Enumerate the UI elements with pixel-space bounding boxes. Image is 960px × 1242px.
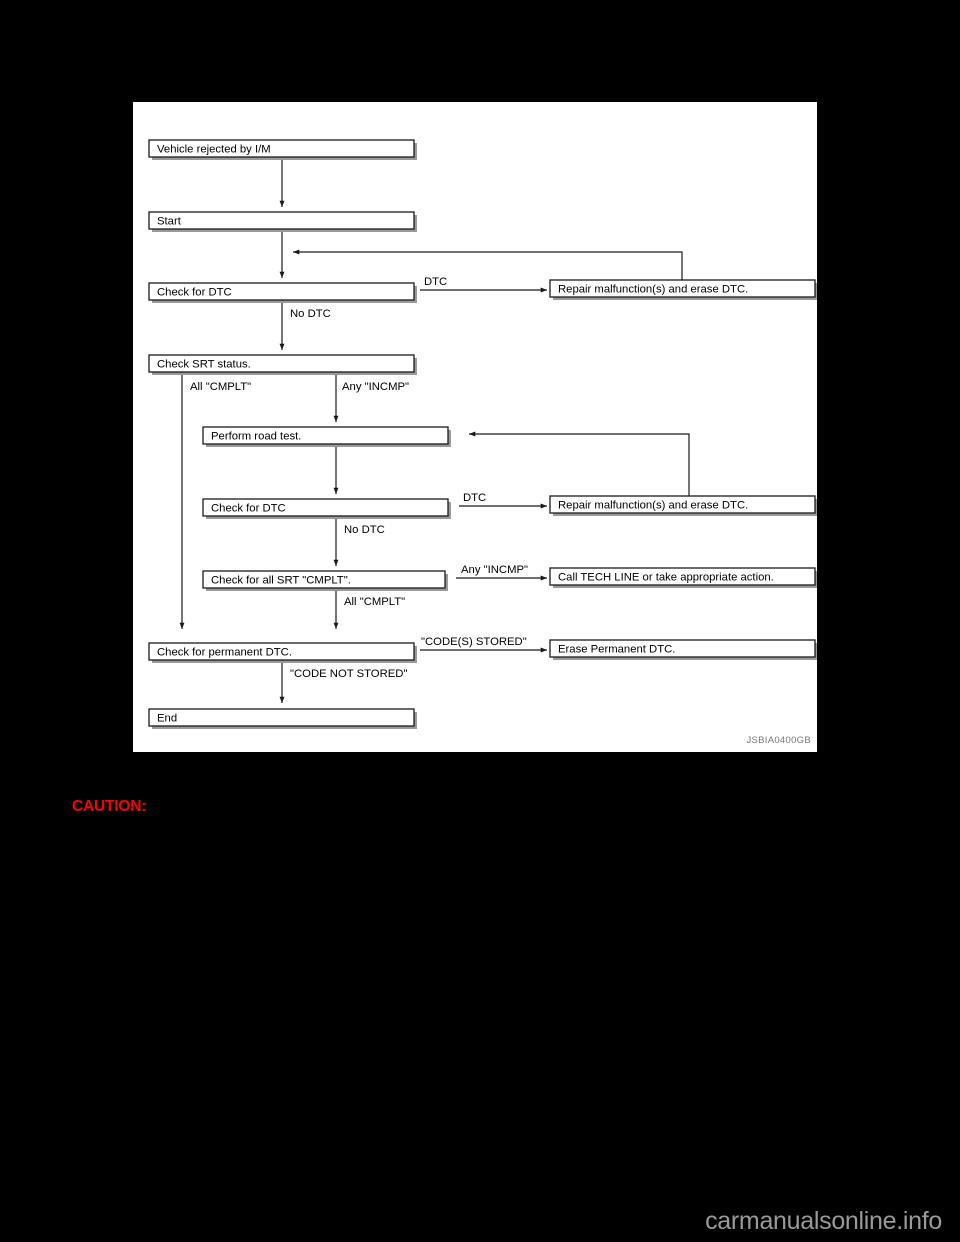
edge-label-dtc-2: DTC bbox=[463, 492, 486, 504]
edge-label-no-dtc-2: No DTC bbox=[344, 524, 385, 536]
edge-label-all-cmplt-2: All "CMPLT" bbox=[344, 596, 405, 608]
node-check-srt-status: Check SRT status. bbox=[148, 354, 417, 375]
edge-label-dtc-1: DTC bbox=[424, 276, 447, 288]
node-label-end: End bbox=[157, 712, 177, 724]
node-perform-road-test: Perform road test. bbox=[202, 426, 451, 447]
edge-label-no-dtc-1: No DTC bbox=[290, 308, 331, 320]
flow-connectors bbox=[179, 158, 690, 703]
node-label-start: Start bbox=[157, 215, 182, 227]
node-label-check-for-dtc-2: Check for DTC bbox=[211, 502, 286, 514]
node-label-check-srt-status: Check SRT status. bbox=[157, 358, 251, 370]
node-repair-erase-1: Repair malfunction(s) and erase DTC. bbox=[549, 279, 817, 300]
edge-label-codes-stored: "CODE(S) STORED" bbox=[421, 636, 527, 648]
figure-id-label: JSBIA0400GB bbox=[746, 735, 811, 746]
connector-repair1-return bbox=[293, 249, 683, 280]
edge-label-any-incmp-1: Any "INCMP" bbox=[342, 381, 409, 393]
node-check-for-dtc-1: Check for DTC bbox=[148, 282, 417, 303]
node-label-vehicle-rejected: Vehicle rejected by I/M bbox=[157, 143, 271, 155]
figure-frame: Vehicle rejected by I/M Start Check for … bbox=[131, 100, 819, 754]
edge-label-any-incmp-2: Any "INCMP" bbox=[461, 564, 528, 576]
node-label-check-all-srt-cmplt: Check for all SRT "CMPLT". bbox=[211, 574, 351, 586]
node-label-repair-erase-1: Repair malfunction(s) and erase DTC. bbox=[558, 283, 748, 295]
node-label-perform-road-test: Perform road test. bbox=[211, 430, 301, 442]
node-call-tech-line: Call TECH LINE or take appropriate actio… bbox=[549, 567, 817, 588]
node-label-check-for-dtc-1: Check for DTC bbox=[157, 286, 232, 298]
caution-label: CAUTION: bbox=[72, 798, 147, 815]
edge-label-all-cmplt-1: All "CMPLT" bbox=[190, 381, 251, 393]
edge-label-code-not-stored: "CODE NOT STORED" bbox=[290, 668, 407, 680]
node-label-repair-erase-2: Repair malfunction(s) and erase DTC. bbox=[558, 499, 748, 511]
connector-repair2-return bbox=[469, 431, 690, 496]
node-check-for-dtc-2: Check for DTC bbox=[202, 498, 451, 519]
node-label-erase-permanent-dtc: Erase Permanent DTC. bbox=[558, 643, 675, 655]
flowchart-diagram: Vehicle rejected by I/M Start Check for … bbox=[148, 139, 817, 746]
node-vehicle-rejected: Vehicle rejected by I/M bbox=[148, 139, 417, 160]
node-start: Start bbox=[148, 211, 417, 232]
node-erase-permanent-dtc: Erase Permanent DTC. bbox=[549, 639, 817, 660]
node-label-call-tech-line: Call TECH LINE or take appropriate actio… bbox=[558, 571, 774, 583]
node-repair-erase-2: Repair malfunction(s) and erase DTC. bbox=[549, 495, 817, 516]
flow-edge-labels: DTC No DTC All "CMPLT" Any "INCMP" DTC N… bbox=[190, 276, 528, 680]
node-label-check-permanent-dtc: Check for permanent DTC. bbox=[157, 646, 292, 658]
node-end: End bbox=[148, 708, 417, 729]
site-watermark: carmanualsonline.info bbox=[705, 1207, 942, 1235]
node-check-permanent-dtc: Check for permanent DTC. bbox=[148, 642, 417, 663]
node-check-all-srt-cmplt: Check for all SRT "CMPLT". bbox=[202, 570, 448, 591]
